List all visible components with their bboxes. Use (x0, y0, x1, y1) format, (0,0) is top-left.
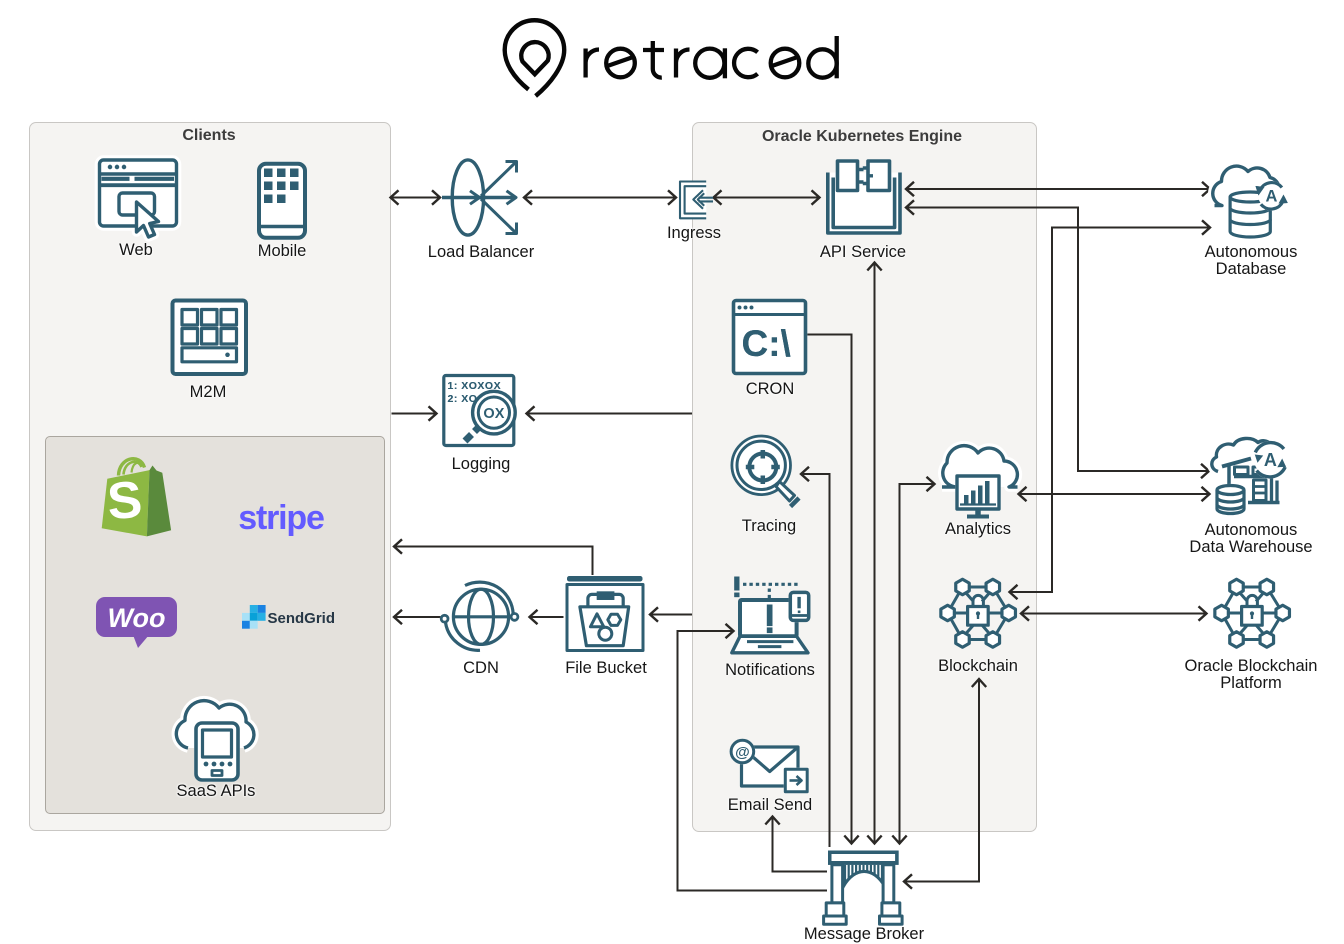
svg-text:Woo: Woo (108, 603, 166, 633)
svg-text:S: S (105, 471, 144, 531)
svg-text:SendGrid: SendGrid (268, 610, 336, 627)
